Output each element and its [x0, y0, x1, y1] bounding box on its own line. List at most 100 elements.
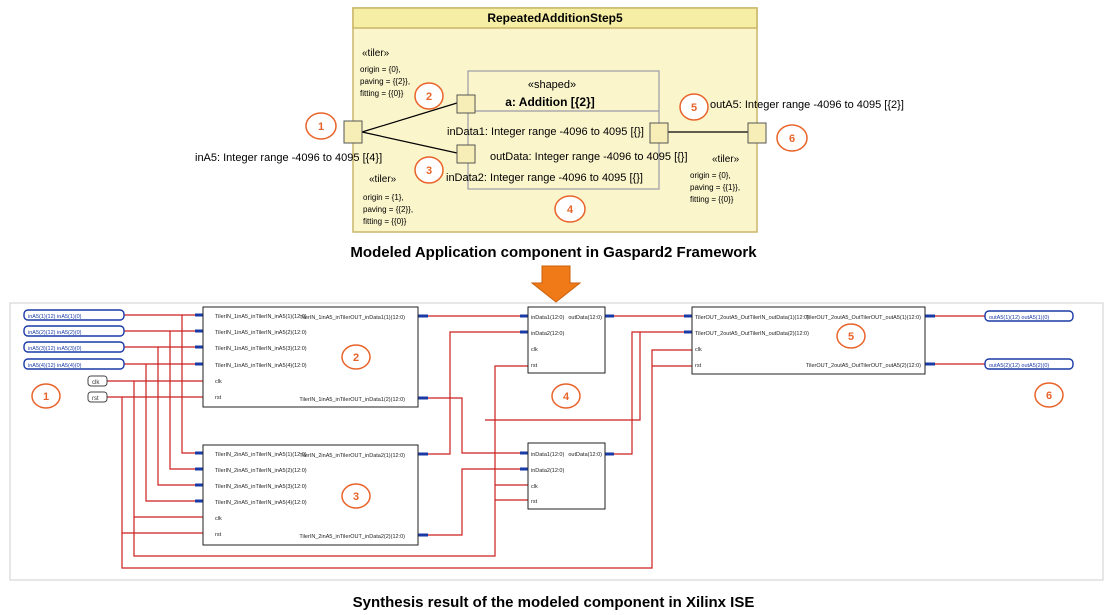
adder1-pin-clk: clk — [531, 347, 538, 353]
sch-callout-3: 3 — [341, 483, 371, 509]
down-arrow-icon — [530, 265, 582, 303]
output-port-2-label: outA5(2)(12) outA5(2)(0) — [989, 363, 1049, 369]
tilerout-pin-r1: TilerOUT_2outA5_OutTilerOUT_outA5(1)(12:… — [806, 315, 921, 321]
tiler-in1-fitting: fitting = {{0}} — [360, 89, 404, 98]
output-port-1-label: outA5(1)(12) outA5(1)(0) — [989, 315, 1049, 321]
adder2-pin-clk: clk — [531, 484, 538, 490]
port-outA5 — [747, 122, 767, 144]
svg-text:1: 1 — [43, 391, 49, 403]
port-inData2 — [456, 144, 476, 164]
part-stereotype: «shaped» — [528, 79, 576, 91]
svg-text:2: 2 — [426, 91, 432, 103]
svg-text:6: 6 — [1046, 390, 1052, 402]
tiler-out-origin: origin = {0}, — [690, 171, 731, 180]
label-inData2: inData2: Integer range -4096 to 4095 [{}… — [446, 172, 643, 184]
tilerin2-pin-l4: TilerIN_2inA5_inTilerIN_inA5(4)(12:0) — [215, 500, 307, 506]
tilerin2-pin-r1: TilerIN_2inA5_inTilerOUT_inData2(1)(12:0… — [299, 453, 405, 459]
adder2-pin-out: outData(12:0) — [568, 452, 602, 458]
adder1-pin-rst: rst — [531, 363, 538, 369]
rst-port — [87, 391, 108, 403]
tilerout-pin-l1: TilerOUT_2outA5_OutTilerIN_outData(1)(12… — [695, 315, 809, 321]
input-port-2-label: inA5(2)(12) inA5(2)(0) — [28, 330, 82, 336]
svg-text:2: 2 — [353, 352, 359, 364]
svg-text:6: 6 — [789, 133, 795, 145]
tilerout-pin-r2: TilerOUT_2outA5_OutTilerOUT_outA5(2)(12:… — [806, 363, 921, 369]
tilerout-pin-l2: TilerOUT_2outA5_OutTilerIN_outData(2)(12… — [695, 331, 809, 337]
tilerin1-pin-r2: TilerIN_1inA5_inTilerOUT_inData1(2)(12:0… — [299, 397, 405, 403]
tiler-in1-stereotype: «tiler» — [362, 48, 390, 59]
component-title: RepeatedAdditionStep5 — [487, 11, 623, 25]
clk-port-label: clk — [92, 380, 100, 386]
tilerin2-pin-l1: TilerIN_2inA5_inTilerIN_inA5(1)(12:0) — [215, 452, 307, 458]
sch-callout-6: 6 — [1034, 382, 1064, 408]
schematic: inA5(1)(12) inA5(1)(0) inA5(2)(12) inA5(… — [9, 302, 1104, 581]
sch-callout-1: 1 — [31, 383, 61, 409]
tilerout-pin-clk: clk — [695, 347, 702, 353]
tilerin2-pin-l2: TilerIN_2inA5_inTilerIN_inA5(2)(12:0) — [215, 468, 307, 474]
rst-port-label: rst — [92, 396, 99, 402]
input-port-2 — [23, 325, 125, 337]
tilerin2-pin-l3: TilerIN_2inA5_inTilerIN_inA5(3)(12:0) — [215, 484, 307, 490]
uml-callout-1: 1 — [305, 112, 337, 140]
tilerin1-pin-l3: TilerIN_1inA5_inTilerIN_inA5(3)(12:0) — [215, 346, 307, 352]
tiler-in2-paving: paving = {{2}}, — [363, 205, 413, 214]
input-port-3 — [23, 341, 125, 353]
tilerin2-pin-clk: clk — [215, 516, 222, 522]
block-tilerin-2: TilerIN_2inA5_inTilerIN_inA5(1)(12:0) Ti… — [202, 444, 419, 546]
part-name: a: Addition [{2}] — [505, 95, 595, 109]
svg-text:1: 1 — [318, 121, 324, 133]
uml-callout-3: 3 — [414, 156, 444, 184]
port-inData1 — [456, 94, 476, 114]
conn-in-data2 — [361, 131, 458, 154]
sch-callout-4: 4 — [551, 383, 581, 409]
tilerin1-pin-r1: TilerIN_1inA5_inTilerOUT_inData1(1)(12:0… — [299, 315, 405, 321]
block-adder-1: inData1(12:0) inData2(12:0) clk rst outD… — [527, 306, 606, 374]
svg-text:4: 4 — [567, 204, 574, 216]
block-tilerout: TilerOUT_2outA5_OutTilerIN_outData(1)(12… — [691, 306, 926, 375]
adder2-pin-in2: inData2(12:0) — [531, 468, 564, 474]
output-port-2 — [984, 358, 1074, 370]
tilerout-pin-rst: rst — [695, 363, 702, 369]
caption-top: Modeled Application component in Gaspard… — [350, 244, 757, 261]
sch-callout-2: 2 — [341, 344, 371, 370]
svg-text:3: 3 — [426, 165, 432, 177]
svg-text:5: 5 — [848, 331, 854, 343]
uml-callout-6: 6 — [776, 124, 808, 152]
output-port-group: outA5(1)(12) outA5(1)(0) outA5(2)(12) ou… — [984, 310, 1074, 370]
label-outA5: outA5: Integer range -4096 to 4095 [{2}] — [710, 99, 904, 111]
adder2-pin-rst: rst — [531, 499, 538, 505]
uml-component: RepeatedAdditionStep5 «tiler» origin = {… — [195, 7, 904, 233]
adder1-pin-out: outData(12:0) — [568, 315, 602, 321]
tilerin1-pin-clk: clk — [215, 379, 222, 385]
tilerin1-pin-l1: TilerIN_1inA5_inTilerIN_inA5(1)(12:0) — [215, 314, 307, 320]
label-inA5: inA5: Integer range -4096 to 4095 [{4}] — [195, 152, 382, 164]
sch-callout-5: 5 — [836, 323, 866, 349]
conn-in-data1 — [361, 102, 458, 133]
tiler-in1-paving: paving = {{2}}, — [360, 77, 410, 86]
caption-bottom: Synthesis result of the modeled componen… — [352, 594, 755, 611]
uml-callout-5: 5 — [679, 93, 709, 121]
port-outData — [649, 122, 669, 144]
input-port-group: inA5(1)(12) inA5(1)(0) inA5(2)(12) inA5(… — [23, 309, 125, 403]
svg-text:5: 5 — [691, 102, 697, 114]
tiler-in1-origin: origin = {0}, — [360, 65, 401, 74]
tiler-in2-fitting: fitting = {{0}} — [363, 217, 407, 226]
adder1-pin-in2: inData2(12:0) — [531, 331, 564, 337]
tiler-out-paving: paving = {{1}}, — [690, 183, 740, 192]
port-inA5 — [343, 120, 363, 144]
svg-text:3: 3 — [353, 491, 359, 503]
input-port-3-label: inA5(3)(12) inA5(3)(0) — [28, 346, 82, 352]
input-port-4 — [23, 358, 125, 370]
tilerin2-pin-rst: rst — [215, 532, 222, 538]
tiler-in2-origin: origin = {1}, — [363, 193, 404, 202]
label-outData: outData: Integer range -4096 to 4095 [{}… — [490, 151, 688, 163]
tilerin1-pin-rst: rst — [215, 395, 222, 401]
label-inData1: inData1: Integer range -4096 to 4095 [{}… — [447, 126, 644, 138]
input-port-1-label: inA5(1)(12) inA5(1)(0) — [28, 314, 82, 320]
svg-text:4: 4 — [563, 391, 570, 403]
input-port-1 — [23, 309, 125, 321]
tilerin2-pin-r2: TilerIN_2inA5_inTilerOUT_inData2(2)(12:0… — [299, 534, 405, 540]
tilerin1-pin-l4: TilerIN_1inA5_inTilerIN_inA5(4)(12:0) — [215, 363, 307, 369]
tiler-out-fitting: fitting = {{0}} — [690, 195, 734, 204]
